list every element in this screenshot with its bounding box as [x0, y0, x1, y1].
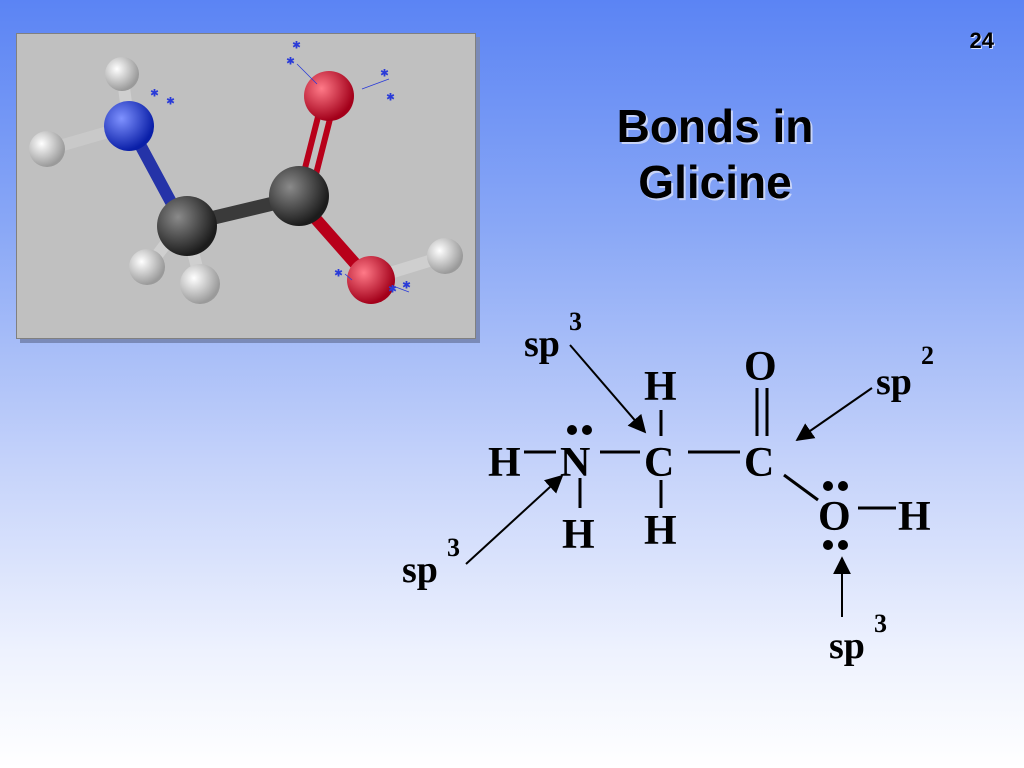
arrow-to-n: [465, 474, 564, 565]
atom-h-below-c: H: [644, 508, 677, 554]
atom-h-above-c: H: [644, 364, 677, 410]
structure-atoms: H N H C H H C O O H: [488, 344, 931, 558]
svg-text:*: *: [381, 68, 388, 84]
bond-c-o-single: [783, 473, 819, 502]
svg-text:sp: sp: [524, 323, 560, 365]
ball-and-stick-model: * * * * * * * * *: [29, 40, 463, 304]
svg-text:*: *: [389, 284, 396, 300]
hyb-label-n: sp 3: [402, 533, 460, 591]
svg-text:*: *: [387, 92, 394, 108]
arrow-to-c-carbonyl: [795, 387, 873, 442]
svg-text:*: *: [335, 268, 342, 284]
svg-text:sp: sp: [829, 625, 865, 667]
lone-pair-n-dot-2: [582, 425, 592, 435]
title-line-1: Bonds in: [616, 100, 814, 152]
atom-h-below-n: H: [562, 512, 595, 558]
hybridization-labels: sp 3 sp 2 sp 3 sp 3: [402, 307, 934, 667]
lone-pair-o-bottom-dot-1: [823, 540, 833, 550]
arrow-to-c-alpha: [569, 344, 647, 434]
lone-pair-o-top-dot-1: [823, 481, 833, 491]
svg-text:sp: sp: [402, 549, 438, 591]
lone-pair-n-dot-1: [567, 425, 577, 435]
svg-text:2: 2: [921, 341, 934, 370]
lone-pairs: [567, 425, 848, 550]
molecule-3d-model-image: * * * * * * * * *: [16, 33, 476, 339]
svg-text:*: *: [287, 56, 294, 72]
hyb-label-c-alpha: sp 3: [524, 307, 582, 365]
svg-text:sp: sp: [876, 361, 912, 403]
atom-h-hydroxyl: H: [898, 494, 931, 540]
slide-number: 24: [969, 28, 994, 53]
atom-o-hydroxyl: O: [818, 494, 851, 540]
structure-bonds: [524, 388, 896, 510]
atom-n: N: [560, 440, 590, 486]
atom-c-carbonyl: C: [744, 440, 774, 486]
lone-pair-o-bottom-dot-2: [838, 540, 848, 550]
svg-text:*: *: [403, 280, 410, 296]
atom-h-left: H: [488, 440, 521, 486]
hyb-label-o-hydroxyl: sp 3: [829, 609, 887, 667]
hybridization-arrows: [465, 344, 873, 617]
svg-text:*: *: [293, 40, 300, 56]
svg-text:3: 3: [447, 533, 460, 562]
atom-c-alpha: C: [644, 440, 674, 486]
atom-o-double: O: [744, 344, 777, 390]
lone-pair-markers: * * * * * * * * *: [151, 40, 411, 301]
svg-text:*: *: [151, 88, 158, 104]
lone-pair-o-top-dot-2: [838, 481, 848, 491]
slide-title: Bonds in Glicine: [520, 98, 910, 210]
svg-text:*: *: [167, 96, 174, 112]
title-line-2: Glicine: [638, 156, 792, 208]
model-atoms: [29, 57, 463, 304]
svg-text:3: 3: [569, 307, 582, 336]
hyb-label-c-carbonyl: sp 2: [876, 341, 934, 403]
svg-text:3: 3: [874, 609, 887, 638]
